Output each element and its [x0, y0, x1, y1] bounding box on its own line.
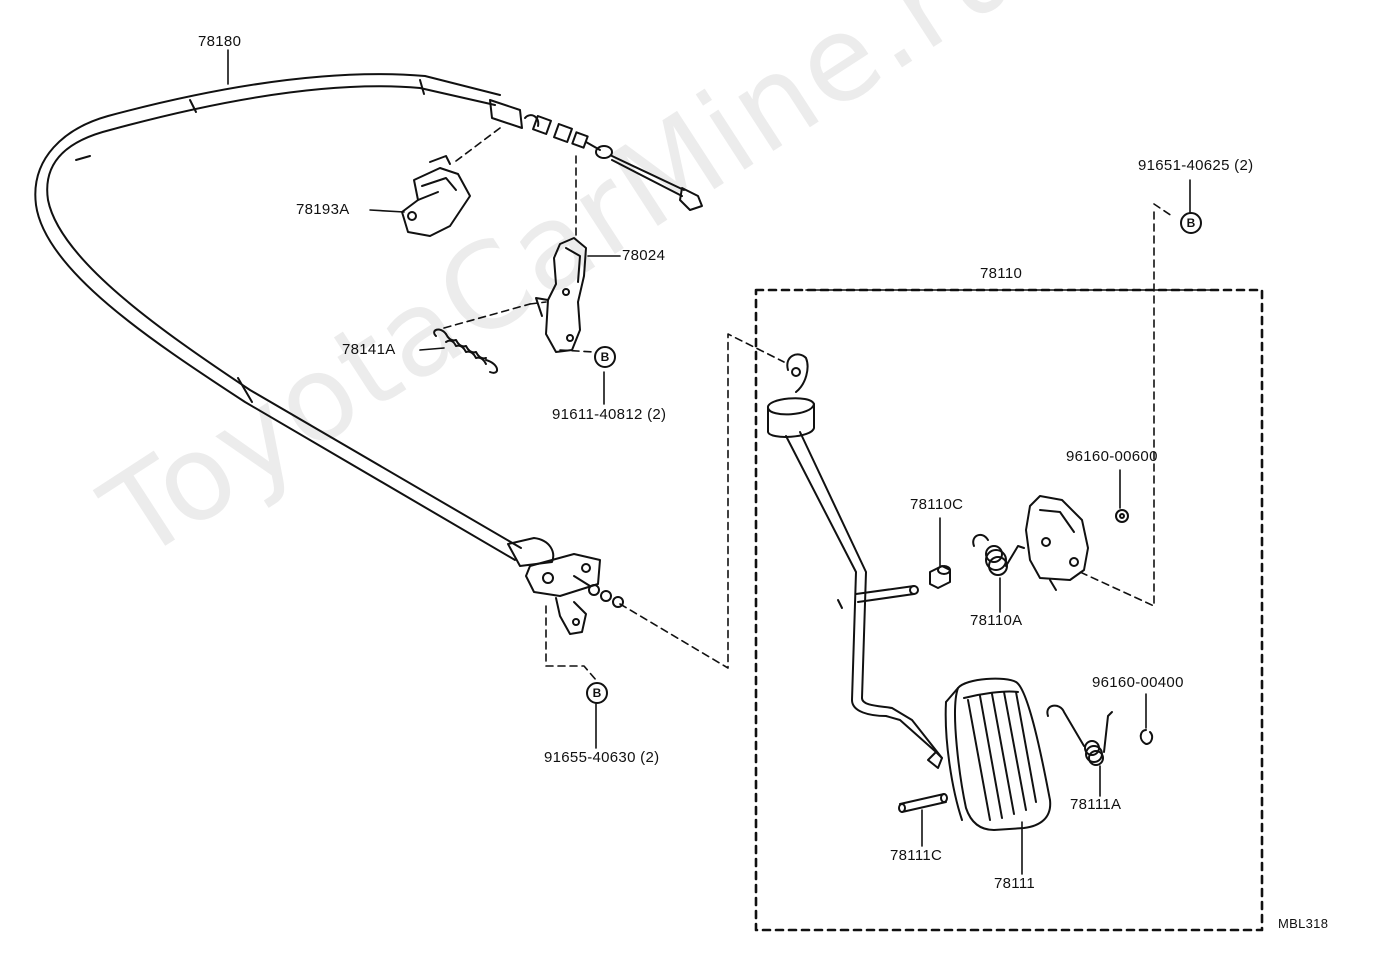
label-96160-00400: 96160-00400	[1092, 674, 1184, 691]
ref-marker-b-3: B	[1180, 212, 1202, 234]
accelerator-cable	[34, 73, 703, 561]
return-spring	[433, 328, 498, 374]
label-78024: 78024	[622, 247, 666, 264]
pedal-pin	[898, 793, 948, 813]
label-91651-40625: 91651-40625 (2)	[1138, 157, 1254, 174]
pedal-pad	[944, 677, 1052, 831]
ref-marker-b-1: B	[594, 346, 616, 368]
label-78110C: 78110C	[910, 496, 964, 513]
torsion-spring-upper	[972, 533, 1025, 576]
bushing	[929, 565, 951, 589]
label-91611-40812: 91611-40812 (2)	[552, 406, 667, 423]
torsion-spring-lower	[1046, 704, 1113, 766]
label-78110A: 78110A	[970, 612, 1023, 629]
label-78111C: 78111C	[890, 847, 943, 864]
label-91655-40630: 91655-40630 (2)	[544, 749, 660, 766]
leader-lines-solid	[227, 49, 1213, 875]
label-78111A: 78111A	[1070, 796, 1122, 813]
ref-marker-b-2: B	[586, 682, 608, 704]
assembly-frame	[754, 288, 1264, 932]
label-78180: 78180	[198, 33, 242, 50]
pedal-lever	[767, 353, 943, 769]
e-ring-lower	[1139, 729, 1154, 745]
cable-clamp	[401, 155, 471, 237]
label-78193A: 78193A	[296, 201, 350, 218]
label-78111: 78111	[994, 875, 1035, 892]
leader-lines-dashed	[443, 127, 1173, 681]
cable-end-bracket	[507, 537, 624, 635]
label-78141A: 78141A	[342, 341, 396, 358]
label-78110: 78110	[980, 265, 1023, 282]
label-96160-00600: 96160-00600	[1066, 448, 1158, 465]
cable-bracket	[535, 237, 587, 353]
diagram-code: MBL318	[1278, 916, 1329, 931]
pedal-bracket-plate	[1025, 495, 1089, 591]
e-ring-upper	[1115, 509, 1129, 523]
